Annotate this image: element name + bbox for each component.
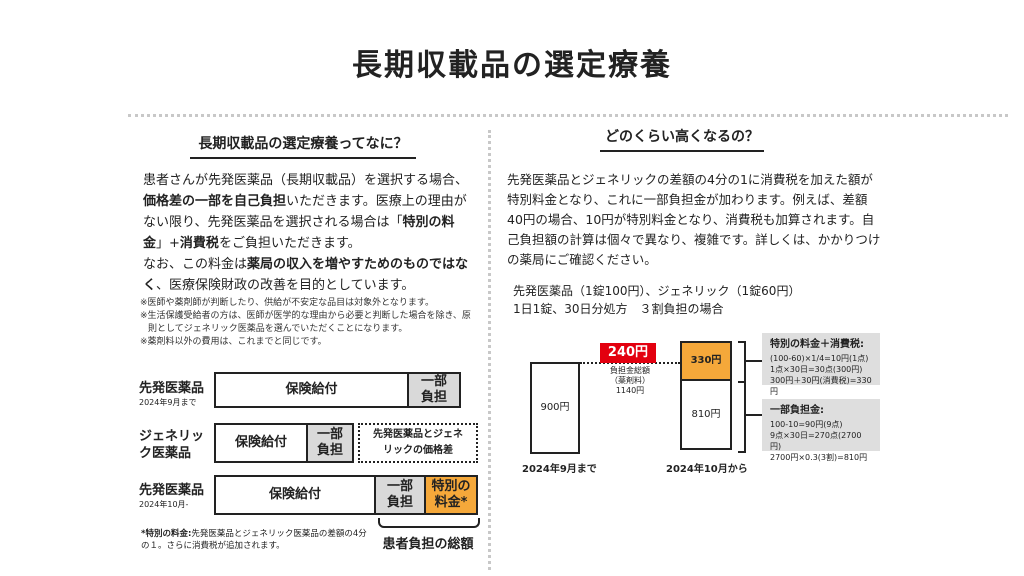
row2-insurance-box: 保険給付 xyxy=(214,423,308,463)
row2-price-difference-box: 先発医薬品とジェネ リックの価格差 xyxy=(358,423,478,463)
left-paragraph-1-run: 」+ xyxy=(156,236,180,251)
copay-calc-line: 9点×30日=270点(2700円) xyxy=(770,431,862,451)
example-conditions: 先発医薬品（1錠100円）、ジェネリック（1錠60円） 1日1錠、30日分処方 … xyxy=(513,282,800,318)
special-brace xyxy=(738,341,746,383)
condition-line-1: 先発医薬品（1錠100円）、ジェネリック（1錠60円） xyxy=(513,284,801,298)
special-fee-calc-line: (100-60)×1/4=10円(1点) xyxy=(770,354,869,363)
left-paragraph-1-run: いただきます。医療上の理由がない限り、先発医薬品を選択される場合は「 xyxy=(143,194,467,230)
note-3: ※薬剤料以外の費用は、これまでと同じです。 xyxy=(140,337,327,347)
total-burden-label: 患者負担の総額 xyxy=(382,537,474,552)
special-fee-calc-line: 1点×30日=30点(300円) xyxy=(770,365,863,374)
title-divider xyxy=(128,114,1008,117)
bar-before-oct-label: 2024年9月まで xyxy=(522,464,597,475)
right-paragraph: 先発医薬品とジェネリックの差額の4分の1に消費税を加えた額が特別料金となり、これ… xyxy=(507,172,881,267)
left-paragraph-1-run: をご負担いただきます。 xyxy=(218,236,361,251)
row3-copay-box: 一部 負担 xyxy=(374,475,426,515)
footnote-bold: *特別の料金: xyxy=(141,529,192,539)
right-section-heading: どのくらい高くなるの？ xyxy=(600,126,764,152)
bar-after-oct-label: 2024年10月から xyxy=(666,464,748,475)
copay-calc-line: 100-10=90円(9点) xyxy=(770,420,843,429)
total-cost-red-tag: 240円 xyxy=(600,343,656,363)
left-paragraph-1-run: 患者さんが先発医薬品（長期収載品）を選択する場合、 xyxy=(143,173,469,188)
row1-label: 先発医薬品 2024年9月まで xyxy=(139,380,204,408)
row1-sublabel: 2024年9月まで xyxy=(139,398,197,407)
left-section-heading: 長期収載品の選定療養ってなに？ xyxy=(190,133,416,159)
bar-after-copay: 810円 xyxy=(680,379,732,450)
row1-copay-box: 一部 負担 xyxy=(407,372,461,408)
left-notes: ※医師や薬剤師が判断したり、供給が不安定な品目は対象外となります。 ※生活保護受… xyxy=(140,297,475,349)
row2-label: ジェネリッ ク医薬品 xyxy=(139,429,205,461)
copay-calc-box: 一部負担金: 100-10=90円(9点) 9点×30日=270点(2700円)… xyxy=(762,399,880,462)
special-fee-calc-line: 300円＋30円(消費税)=330円 xyxy=(770,376,872,396)
left-paragraph-1: 患者さんが先発医薬品（長期収載品）を選択する場合、価格差の一部を自己負担いただき… xyxy=(143,170,473,254)
copay-brace xyxy=(738,381,746,453)
row3-label: 先発医薬品 2024年10月- xyxy=(139,482,204,510)
row2-copay-box: 一部 負担 xyxy=(306,423,354,463)
copay-calc-line: 2700円×0.3(3割)=810円 xyxy=(770,453,868,462)
footnote-text: 先発医薬品とジェネリック医薬品の差額の4分の１。さらに消費税が追加されます。 xyxy=(141,529,367,551)
bar-before-oct: 900円 xyxy=(530,362,580,454)
left-paragraph-2: なお、この料金は薬局の収入を増やすためのものではなく、医療保険財政の改善を目的と… xyxy=(143,254,473,296)
column-divider xyxy=(488,130,491,570)
row3-insurance-box: 保険給付 xyxy=(214,475,376,515)
row3-sublabel: 2024年10月- xyxy=(139,500,189,509)
left-paragraph-2-run: なお、この料金は xyxy=(143,257,248,272)
page-title: 長期収載品の選定療養 xyxy=(352,48,672,83)
total-cost-caption: 負担金総額 （薬剤料） 1140円 xyxy=(610,366,650,395)
condition-line-2: 1日1錠、30日分処方 ３割負担の場合 xyxy=(513,302,724,316)
copay-pointer xyxy=(744,414,762,416)
special-fee-calc-box: 特別の料金＋消費税: (100-60)×1/4=10円(1点) 1点×30日=3… xyxy=(762,333,880,396)
note-2: ※生活保護受給者の方は、医師が医学的な理由から必要と判断した場合を除き、原則とし… xyxy=(140,311,471,334)
connector-dotted-1 xyxy=(580,362,680,364)
left-paragraph-1-run: 価格差の一部を自己負担 xyxy=(143,194,287,209)
left-paragraph-1-run: 消費税 xyxy=(179,236,219,251)
row3-special-fee-box: 特別の 料金* xyxy=(424,475,478,515)
row3-label-text: 先発医薬品 xyxy=(139,483,205,498)
total-bracket xyxy=(378,518,480,528)
note-1: ※医師や薬剤師が判断したり、供給が不安定な品目は対象外となります。 xyxy=(140,298,435,308)
special-pointer xyxy=(744,360,762,362)
copay-calc-heading: 一部負担金: xyxy=(770,405,824,416)
bar-after-special: 330円 xyxy=(680,341,732,381)
special-fee-footnote: *特別の料金:先発医薬品とジェネリック医薬品の差額の4分の１。さらに消費税が追加… xyxy=(141,528,369,552)
special-fee-calc-heading: 特別の料金＋消費税: xyxy=(770,339,864,350)
left-paragraph-2-run: 薬局の収入を増やすためのものではなく xyxy=(143,257,469,293)
left-paragraph-1-run: 特別の料金 xyxy=(143,215,455,251)
row1-label-text: 先発医薬品 xyxy=(139,381,205,396)
left-paragraph-2-run: 、医療保険財政の改善を目的としています。 xyxy=(156,278,415,293)
row1-insurance-box: 保険給付 xyxy=(214,372,409,408)
